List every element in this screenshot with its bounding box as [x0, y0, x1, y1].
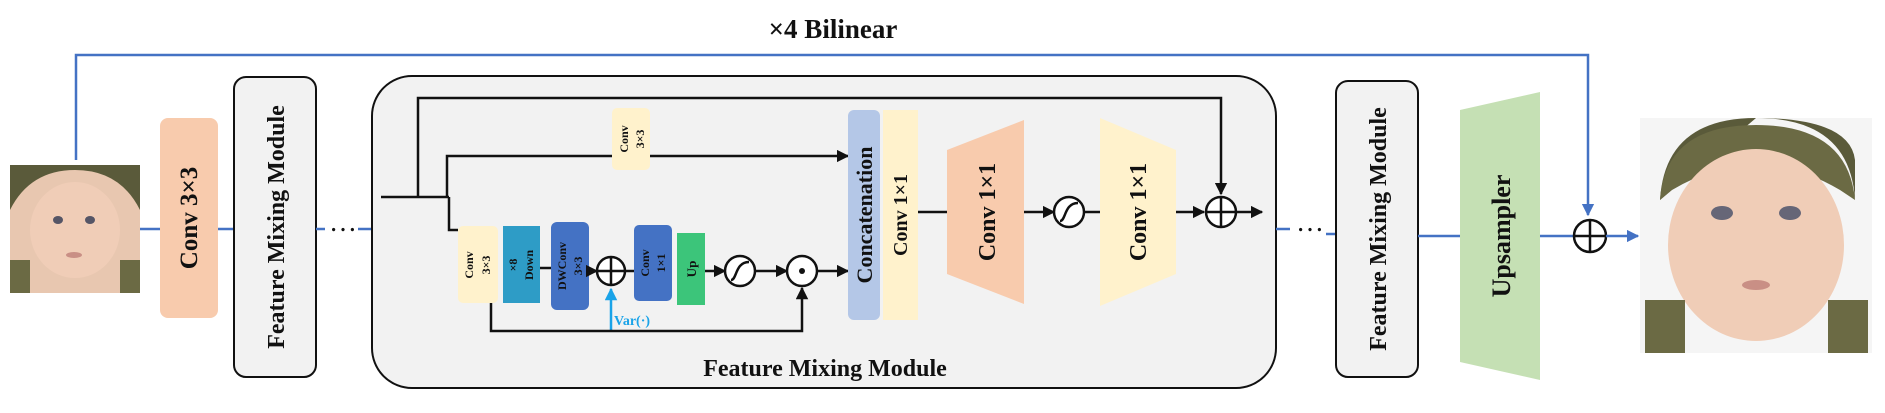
conv-b-label-2: 1×1	[654, 254, 668, 273]
dots-right: …	[1296, 207, 1324, 238]
sigmoid-op-inner	[723, 254, 757, 288]
conv1x1-b-label: Conv 1×1	[975, 163, 1001, 261]
conv-first-label: Conv 3×3	[176, 167, 203, 269]
down-block	[503, 226, 540, 303]
bilinear-title: ×4 Bilinear	[769, 14, 898, 44]
conv-b-label-1: Conv	[638, 249, 652, 276]
dots-left: …	[329, 207, 357, 238]
conv1x1-c-block	[1100, 118, 1176, 306]
var-label: Var(·)	[614, 314, 650, 329]
input-image	[10, 165, 140, 293]
conv1x1-a-label: Conv 1×1	[890, 174, 912, 256]
dwconv-label-2: 3×3	[571, 257, 585, 276]
bilinear-skip-line	[74, 53, 1595, 217]
fmm-block-left	[233, 76, 317, 378]
conv-b-block	[634, 225, 672, 301]
conv-first-block	[160, 118, 218, 318]
add-op-final	[1572, 218, 1608, 254]
residual-wire	[416, 96, 1228, 197]
up-block	[677, 233, 705, 305]
add-op-outer	[1204, 195, 1238, 229]
conv1x1-c-label: Conv 1×1	[1126, 163, 1152, 261]
conv-a-label-1: Conv	[462, 251, 476, 278]
conv1x1-a-block	[883, 110, 918, 320]
upsampler-block	[1460, 92, 1540, 380]
fmm-panel	[371, 75, 1277, 389]
concat-label: Concatenation	[852, 147, 877, 284]
conv-a-label-2: 3×3	[479, 256, 493, 275]
fmm-block-right	[1335, 80, 1419, 378]
bottom-branch-entry	[447, 197, 458, 232]
fmm-panel-title: Feature Mixing Module	[703, 356, 947, 382]
gate-skip-wire	[489, 286, 809, 333]
conv1x1-b-block	[947, 120, 1024, 304]
fmm-block-right-label: Feature Mixing Module	[1366, 107, 1392, 351]
output-image	[1640, 118, 1872, 353]
concat-block	[848, 110, 880, 320]
conv-top-label-2: 3×3	[633, 130, 647, 149]
up-label: Up	[684, 261, 699, 278]
sigmoid-op-outer	[1052, 195, 1086, 229]
top-branch-wire	[445, 149, 850, 197]
multiply-op	[785, 254, 819, 288]
add-op-inner	[595, 255, 627, 287]
dwconv-block	[551, 222, 589, 310]
conv-top-block	[612, 108, 650, 170]
down-label-1: ×8	[506, 259, 520, 272]
down-label-2: Down	[522, 250, 536, 280]
conv-a-block	[458, 226, 498, 303]
dwconv-label-1: DWConv	[555, 242, 569, 290]
upsampler-label: Upsampler	[1487, 175, 1516, 298]
fmm-block-left-label: Feature Mixing Module	[264, 105, 290, 349]
conv-top-label-1: Conv	[617, 125, 631, 152]
